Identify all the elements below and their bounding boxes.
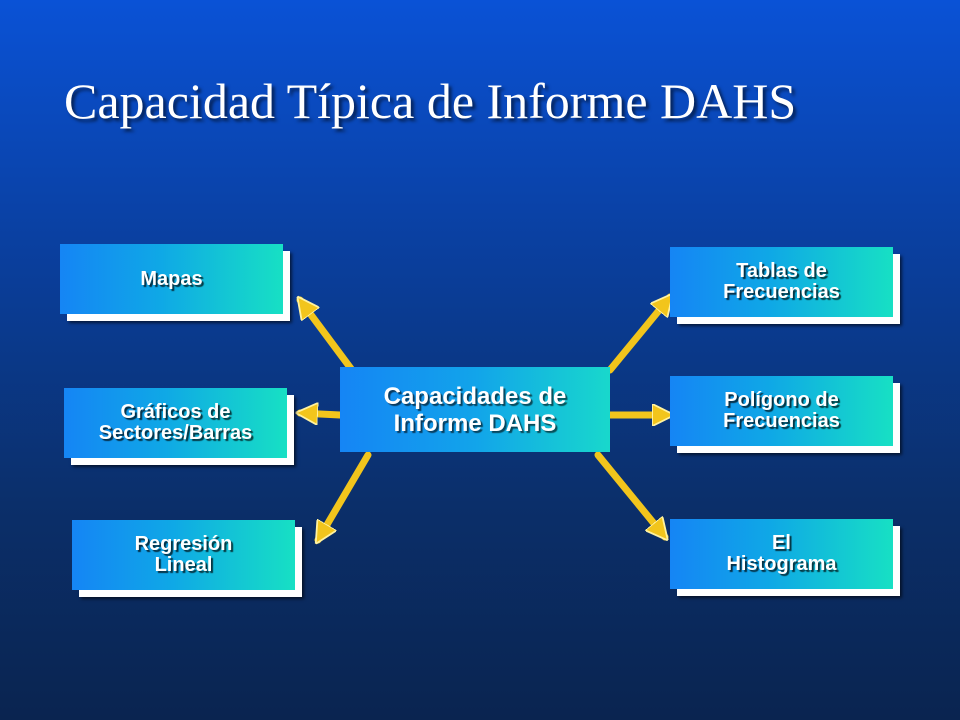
center-node: Capacidades de Informe DAHS: [340, 367, 610, 452]
node-tablas: Tablas de Frecuencias: [670, 247, 893, 317]
slide-title: Capacidad Típica de Informe DAHS: [64, 73, 797, 129]
node-regresion: Regresión Lineal: [72, 520, 295, 590]
node-tablas-label: Tablas de Frecuencias: [723, 260, 840, 303]
arrow-to-mapas: [300, 300, 356, 374]
node-poligono: Polígono de Frecuencias: [670, 376, 893, 446]
arrow-to-regresion: [314, 451, 372, 540]
node-poligono-label: Polígono de Frecuencias: [723, 389, 840, 432]
node-graficos: Gráficos de Sectores/Barras: [64, 388, 287, 458]
node-histograma: El Histograma: [670, 519, 893, 589]
arrow-to-graficos: [300, 413, 344, 415]
arrow-to-histograma: [594, 451, 665, 537]
center-node-label: Capacidades de Informe DAHS: [383, 382, 567, 437]
node-graficos-label: Gráficos de Sectores/Barras: [98, 401, 253, 444]
node-regresion-label: Regresión Lineal: [134, 533, 233, 576]
node-mapas-label: Mapas: [140, 267, 203, 290]
node-mapas: Mapas: [60, 244, 283, 314]
node-histograma-label: El Histograma: [726, 532, 837, 575]
arrow-to-tablas: [606, 297, 670, 374]
